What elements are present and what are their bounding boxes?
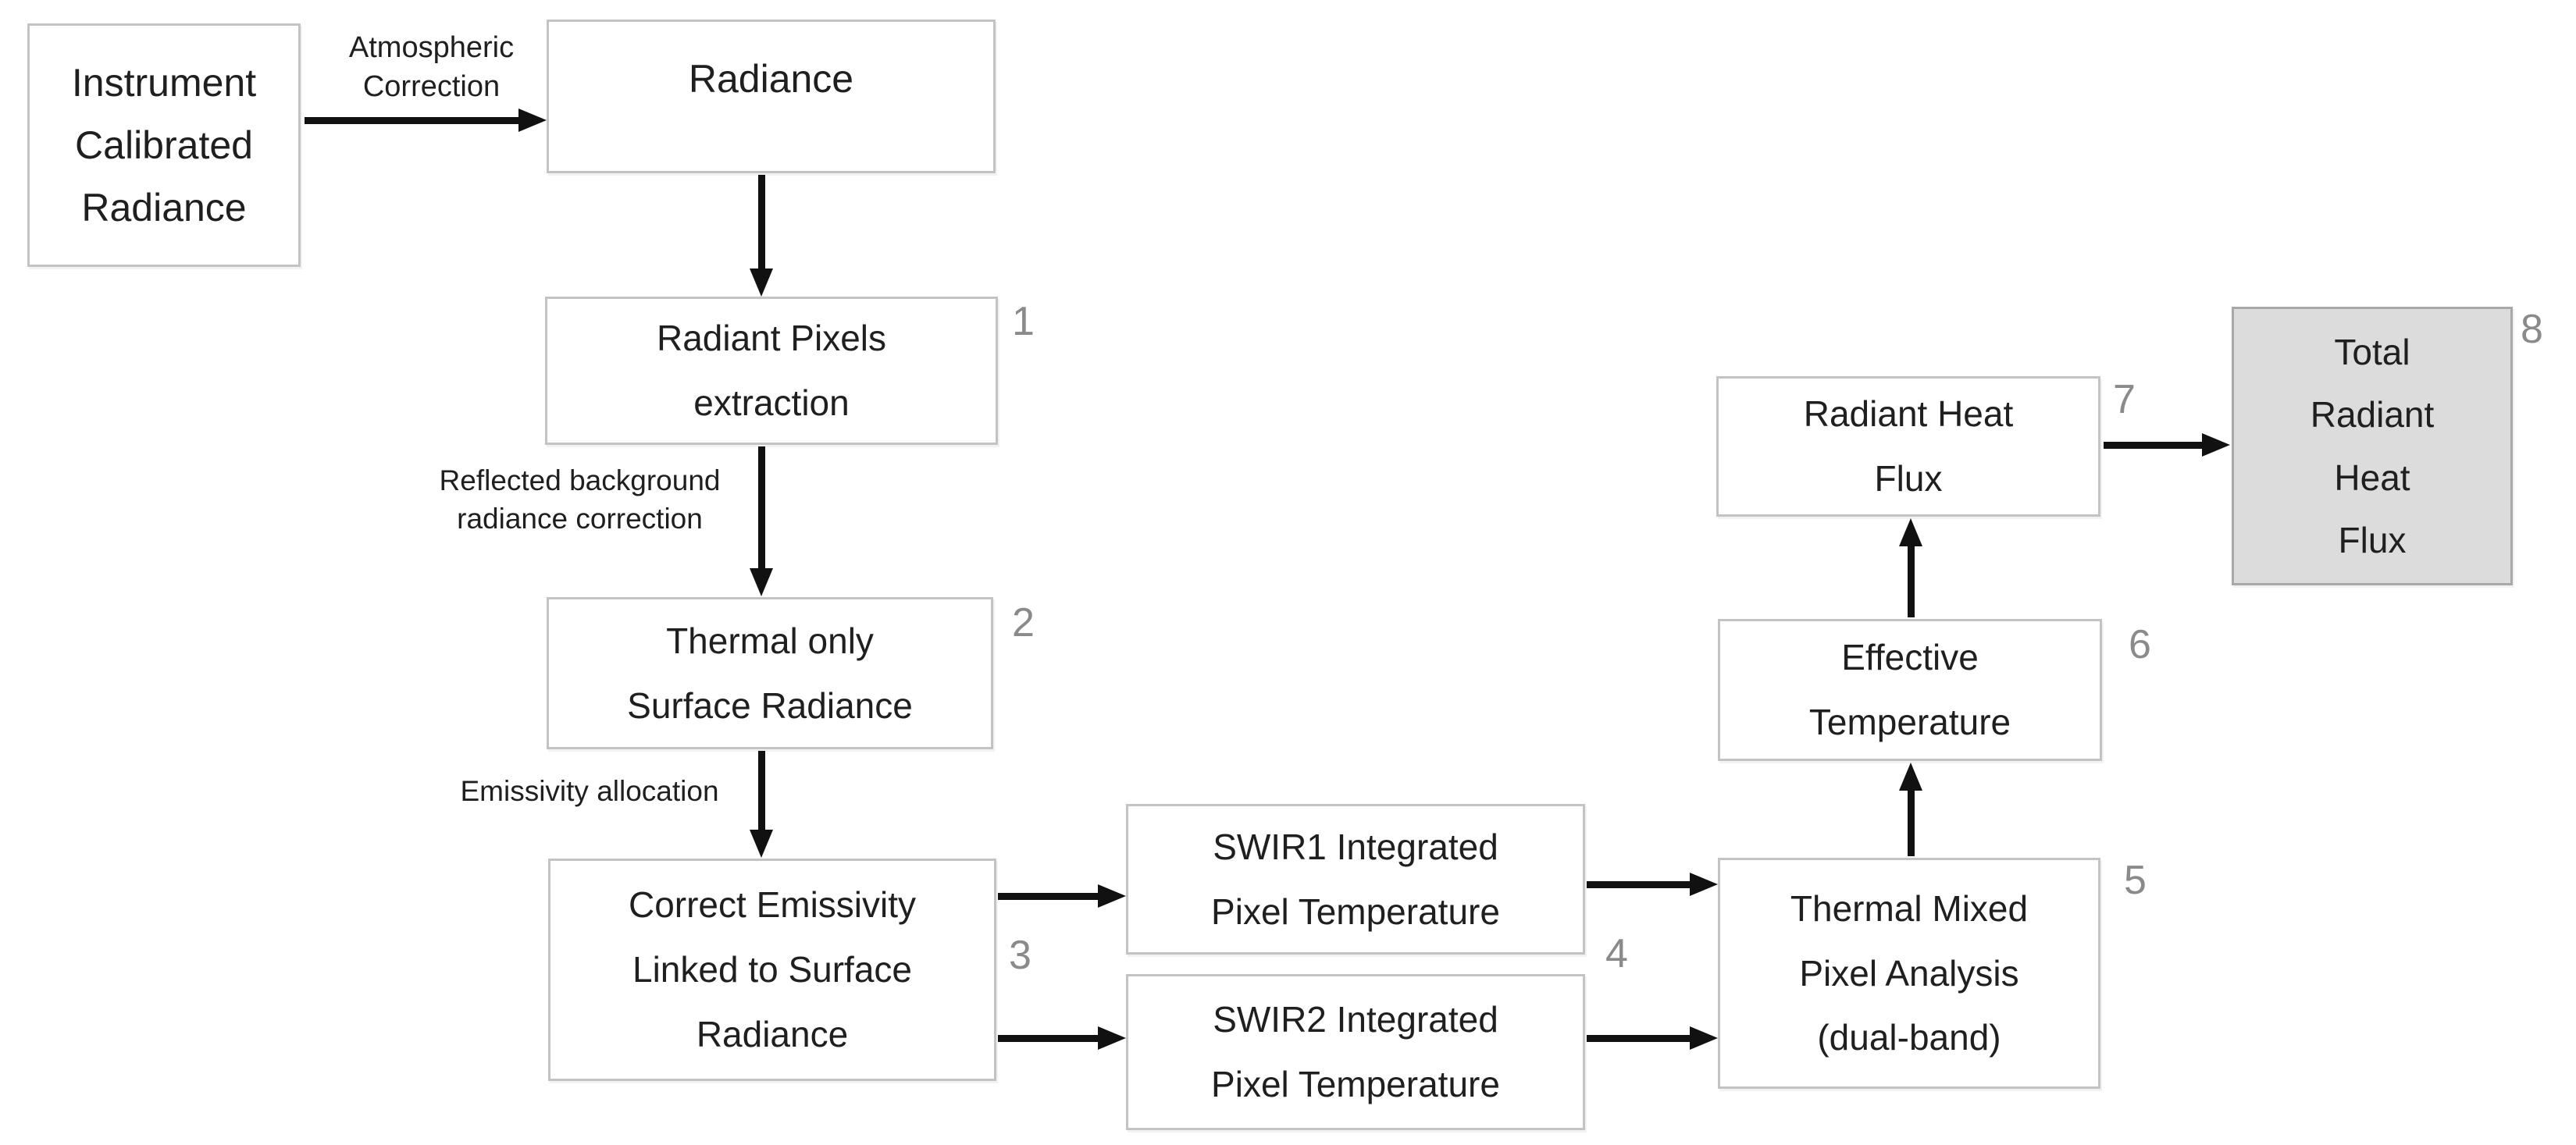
step-number-2: 2 (1012, 600, 1035, 645)
node-text: Flux (1874, 458, 1943, 499)
step-number-3: 3 (1009, 933, 1031, 978)
edge-label-atmospheric-correction: Atmospheric Correction (328, 28, 535, 106)
arrowhead-right-icon (2202, 433, 2230, 457)
arrow-shaft (305, 117, 520, 124)
step-number-8: 8 (2521, 307, 2543, 352)
step-number-5: 5 (2124, 858, 2147, 903)
node-thermal-only-surface-radiance: Thermal only Surface Radiance (547, 597, 993, 749)
node-text: Pixel Temperature (1211, 891, 1500, 932)
arrowhead-up-icon (1899, 763, 1922, 791)
node-text: Radiant (2310, 394, 2435, 435)
node-text: Thermal only (666, 620, 874, 661)
node-text: Radiance (81, 186, 247, 229)
node-text: Correct Emissivity (628, 884, 917, 926)
node-text: SWIR2 Integrated (1213, 999, 1498, 1040)
node-text: Pixel Temperature (1211, 1064, 1500, 1104)
arrow-shaft (758, 175, 765, 270)
arrowhead-right-icon (1690, 873, 1718, 896)
arrowhead-right-icon (1098, 1026, 1126, 1050)
node-text: Temperature (1808, 702, 2011, 742)
node-correct-emissivity: Correct Emissivity Linked to Surface Rad… (548, 859, 996, 1081)
arrow-shaft (1587, 881, 1691, 888)
node-instrument-calibrated-radiance: Instrument Calibrated Radiance (27, 23, 301, 267)
edge-label-text: Atmospheric (348, 31, 515, 64)
arrowhead-right-icon (1690, 1026, 1718, 1050)
arrowhead-down-icon (750, 830, 773, 858)
node-text: Linked to Surface (632, 949, 912, 990)
node-text: Thermal Mixed (1790, 887, 2029, 929)
edge-label-emissivity-allocation: Emissivity allocation (422, 773, 757, 811)
node-text: Effective (1841, 637, 1979, 678)
node-text: Calibrated (75, 123, 253, 167)
arrowhead-down-icon (750, 268, 773, 297)
node-effective-temperature: Effective Temperature (1718, 619, 2102, 761)
arrow-shaft (758, 751, 765, 831)
arrow-shaft (998, 1035, 1099, 1042)
arrowhead-right-icon (1098, 884, 1126, 908)
node-text: Radiant Heat (1803, 393, 2014, 435)
node-text: Pixel Analysis (1799, 952, 2019, 994)
node-text: Surface Radiance (627, 685, 913, 726)
node-text: Flux (2338, 520, 2407, 560)
node-text: Total (2334, 331, 2410, 372)
node-text: (dual-band) (1817, 1017, 2001, 1058)
arrow-shaft (758, 446, 765, 570)
node-radiance: Radiance (547, 20, 996, 173)
edge-label-text: Correction (362, 70, 501, 104)
node-radiant-pixels-extraction: Radiant Pixels extraction (545, 297, 998, 445)
node-text: Instrument (71, 61, 257, 105)
node-thermal-mixed-pixel-analysis: Thermal Mixed Pixel Analysis (dual-band) (1718, 858, 2100, 1089)
edge-label-text: Reflected background (439, 464, 721, 496)
node-text: extraction (693, 382, 850, 423)
node-total-radiant-heat-flux: Total Radiant Heat Flux (2232, 307, 2513, 585)
arrowhead-right-icon (518, 108, 547, 132)
arrow-shaft (998, 893, 1099, 900)
node-radiant-heat-flux: Radiant Heat Flux (1716, 376, 2100, 517)
node-text: Heat (2334, 457, 2410, 498)
step-number-6: 6 (2129, 622, 2151, 667)
node-swir2-integrated-pixel-temperature: SWIR2 Integrated Pixel Temperature (1126, 974, 1585, 1130)
step-number-1: 1 (1012, 299, 1035, 344)
node-text: Radiance (688, 57, 854, 101)
arrowhead-up-icon (1899, 518, 1922, 546)
node-text: Radiant Pixels (656, 318, 887, 359)
step-number-4: 4 (1605, 931, 1628, 976)
edge-label-text: radiance correction (457, 502, 703, 535)
node-text: SWIR1 Integrated (1213, 826, 1498, 867)
edge-label-reflected-background-radiance-correction: Reflected background radiance correction (402, 462, 757, 539)
arrowhead-down-icon (750, 568, 773, 596)
node-swir1-integrated-pixel-temperature: SWIR1 Integrated Pixel Temperature (1126, 804, 1585, 955)
arrow-shaft (1908, 789, 1915, 856)
arrow-shaft (1908, 545, 1915, 617)
arrow-shaft (2104, 442, 2204, 449)
arrow-shaft (1587, 1035, 1691, 1042)
edge-label-text: Emissivity allocation (460, 775, 719, 807)
step-number-7: 7 (2113, 377, 2136, 422)
node-text: Radiance (696, 1013, 849, 1054)
